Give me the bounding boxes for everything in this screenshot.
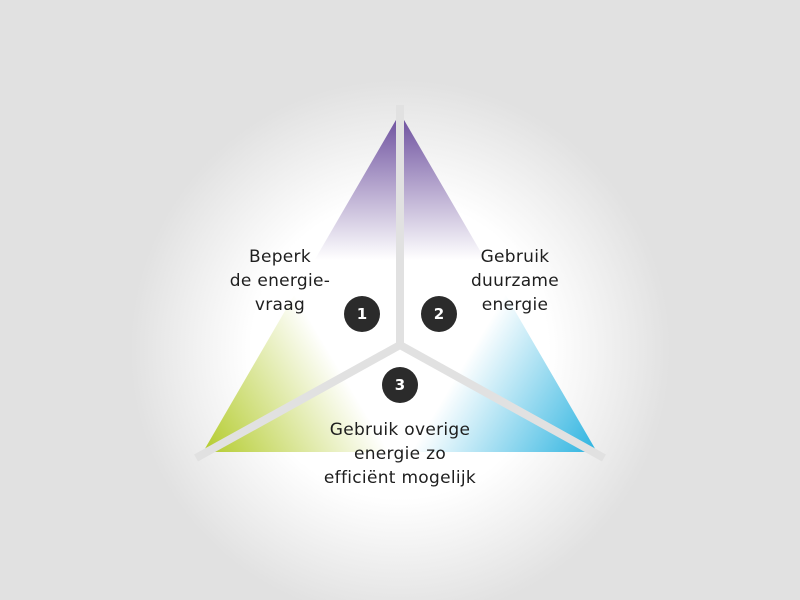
step-badge-1: 1 xyxy=(344,296,380,332)
step-badge-3: 3 xyxy=(382,367,418,403)
step-badge-2: 2 xyxy=(421,296,457,332)
divider-lines xyxy=(194,105,606,462)
segment-2-label: Gebruik duurzame energie xyxy=(470,247,560,315)
segment-1-label: Beperk de energie- vraag xyxy=(229,247,331,315)
segment-3-label: Gebruik overige energie zo efficiënt mog… xyxy=(323,420,477,488)
